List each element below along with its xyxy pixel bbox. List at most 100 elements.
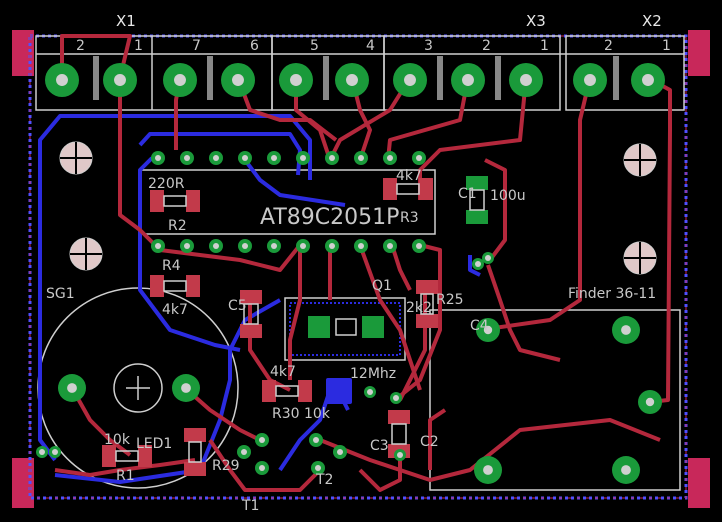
pad-hole xyxy=(621,325,631,335)
pad-hole xyxy=(241,449,247,455)
label-ic: AT89C2051P xyxy=(260,205,399,230)
pad-hole xyxy=(300,155,306,161)
pad-hole xyxy=(313,437,319,443)
pad-hole xyxy=(358,155,364,161)
pad-hole xyxy=(358,243,364,249)
pad-hole xyxy=(346,74,358,86)
pad-hole xyxy=(485,255,491,261)
label-10k-r1: 10k xyxy=(104,432,131,448)
terminal-pin-number: 4 xyxy=(366,38,375,54)
terminal-pin-number: 3 xyxy=(424,38,433,54)
pad-hole xyxy=(67,383,77,393)
pad-hole xyxy=(416,243,422,249)
label-r29: R29 xyxy=(212,458,240,474)
pad-hole xyxy=(213,155,219,161)
pad-hole xyxy=(462,74,474,86)
pad-hole xyxy=(404,74,416,86)
smd-components xyxy=(102,176,488,476)
pad-hole xyxy=(475,261,481,267)
terminal-pin-number: 1 xyxy=(540,38,549,54)
terminal-pin-number: 6 xyxy=(250,38,259,54)
label-x2: X2 xyxy=(642,12,662,30)
pad-hole xyxy=(483,325,493,335)
label-c4: C4 xyxy=(470,318,489,334)
pad-hole xyxy=(483,465,493,475)
pad-hole xyxy=(367,389,373,395)
label-c1: C1 xyxy=(458,186,477,202)
terminal-pin-numbers: 2 1 7 6 5 4 3 2 1 2 1 xyxy=(76,38,671,54)
label-t2: T2 xyxy=(315,472,333,488)
terminal-pin-number: 1 xyxy=(134,38,143,54)
corner-pads xyxy=(12,30,710,508)
pad-hole xyxy=(337,449,343,455)
through-hole-pads xyxy=(36,63,665,484)
pad-hole xyxy=(271,243,277,249)
label-r25: R25 xyxy=(436,292,464,308)
label-crystal: 12Mhz xyxy=(350,366,396,382)
pad-hole xyxy=(114,74,126,86)
pad-hole xyxy=(181,383,191,393)
pad-hole xyxy=(155,243,161,249)
label-r4: R4 xyxy=(162,258,181,274)
terminal-pin-number: 2 xyxy=(76,38,85,54)
label-2k2: 2k2 xyxy=(406,300,432,316)
pad-hole xyxy=(397,452,403,458)
label-r1: R1 xyxy=(116,468,135,484)
label-r3: R3 xyxy=(400,210,419,226)
label-finder: Finder 36-11 xyxy=(568,286,656,302)
pad-hole xyxy=(584,74,596,86)
pad-hole xyxy=(416,155,422,161)
pad-hole xyxy=(259,465,265,471)
pad-hole xyxy=(242,155,248,161)
label-c1-value: 100u xyxy=(490,188,526,204)
pad-hole xyxy=(213,243,219,249)
label-4k7-r3: 4k7 xyxy=(396,168,422,184)
label-x3: X3 xyxy=(526,12,546,30)
pad-hole xyxy=(520,74,532,86)
pad-hole xyxy=(329,155,335,161)
label-c5: C5 xyxy=(228,298,247,314)
pad-hole xyxy=(184,155,190,161)
label-x1: X1 xyxy=(116,12,136,30)
pad-hole xyxy=(232,74,244,86)
pad-hole xyxy=(242,243,248,249)
pad-hole xyxy=(259,437,265,443)
pad-hole xyxy=(621,465,631,475)
terminal-pin-number: 2 xyxy=(604,38,613,54)
terminal-pin-number: 2 xyxy=(482,38,491,54)
crystal-outline xyxy=(284,297,406,361)
pad-hole xyxy=(315,465,321,471)
pad-hole xyxy=(174,74,186,86)
terminal-pin-number: 7 xyxy=(192,38,201,54)
board-outline xyxy=(28,34,688,500)
label-t1: T1 xyxy=(241,498,259,514)
silkscreen-labels: X1 X3 X2 220R R2 4k7 R3 R4 4k7 R1 4k7 R3… xyxy=(46,12,662,514)
pad-hole xyxy=(393,395,399,401)
pad-hole xyxy=(290,74,302,86)
mounting-holes xyxy=(59,141,657,275)
label-r30: R30 xyxy=(272,406,300,422)
label-q1: Q1 xyxy=(372,278,392,294)
label-10k-r30: 10k xyxy=(304,406,331,422)
terminal-pin-number: 1 xyxy=(662,38,671,54)
terminal-pin-number: 5 xyxy=(310,38,319,54)
pad-hole xyxy=(642,74,654,86)
label-led1: LED1 xyxy=(136,436,172,452)
label-c2: C2 xyxy=(420,434,439,450)
pad-hole xyxy=(329,243,335,249)
label-sg1: SG1 xyxy=(46,286,75,302)
pad-hole xyxy=(387,243,393,249)
label-4k7-r30: 4k7 xyxy=(270,364,296,380)
pad-hole xyxy=(271,155,277,161)
pad-hole xyxy=(300,243,306,249)
pad-hole xyxy=(56,74,68,86)
label-c3: C3 xyxy=(370,438,389,454)
pad-hole xyxy=(155,155,161,161)
pad-hole xyxy=(39,449,45,455)
terminal-blocks xyxy=(35,35,685,111)
pad-hole xyxy=(184,243,190,249)
pad-hole xyxy=(387,155,393,161)
label-r2: R2 xyxy=(168,218,187,234)
pad-hole xyxy=(52,449,58,455)
